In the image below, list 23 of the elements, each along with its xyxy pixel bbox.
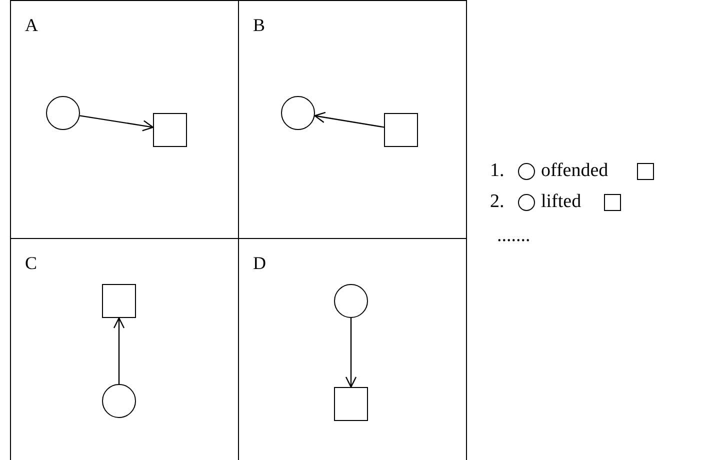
legend-text: offended (541, 160, 608, 182)
panel-box (238, 0, 467, 239)
square-node (153, 113, 187, 147)
circle-node (281, 96, 315, 130)
panel-letter: D (253, 253, 266, 273)
square-node (384, 113, 418, 147)
arrow (113, 317, 125, 384)
arrow (345, 318, 357, 388)
legend-text: 1. (490, 160, 504, 182)
square-node (334, 387, 368, 421)
panel-letter: A (25, 15, 38, 35)
circle-node (334, 284, 368, 318)
circle-node (46, 96, 80, 130)
panel-letter: B (253, 15, 266, 35)
arrow (314, 112, 384, 128)
legend-text: ....... (497, 225, 530, 247)
circle-node (102, 384, 136, 418)
square-node (102, 284, 136, 318)
legend-text: 2. (490, 191, 504, 213)
panel-box (10, 0, 239, 239)
panel-letter: C (25, 253, 38, 273)
legend-text: lifted (541, 191, 582, 213)
arrow (80, 115, 154, 132)
